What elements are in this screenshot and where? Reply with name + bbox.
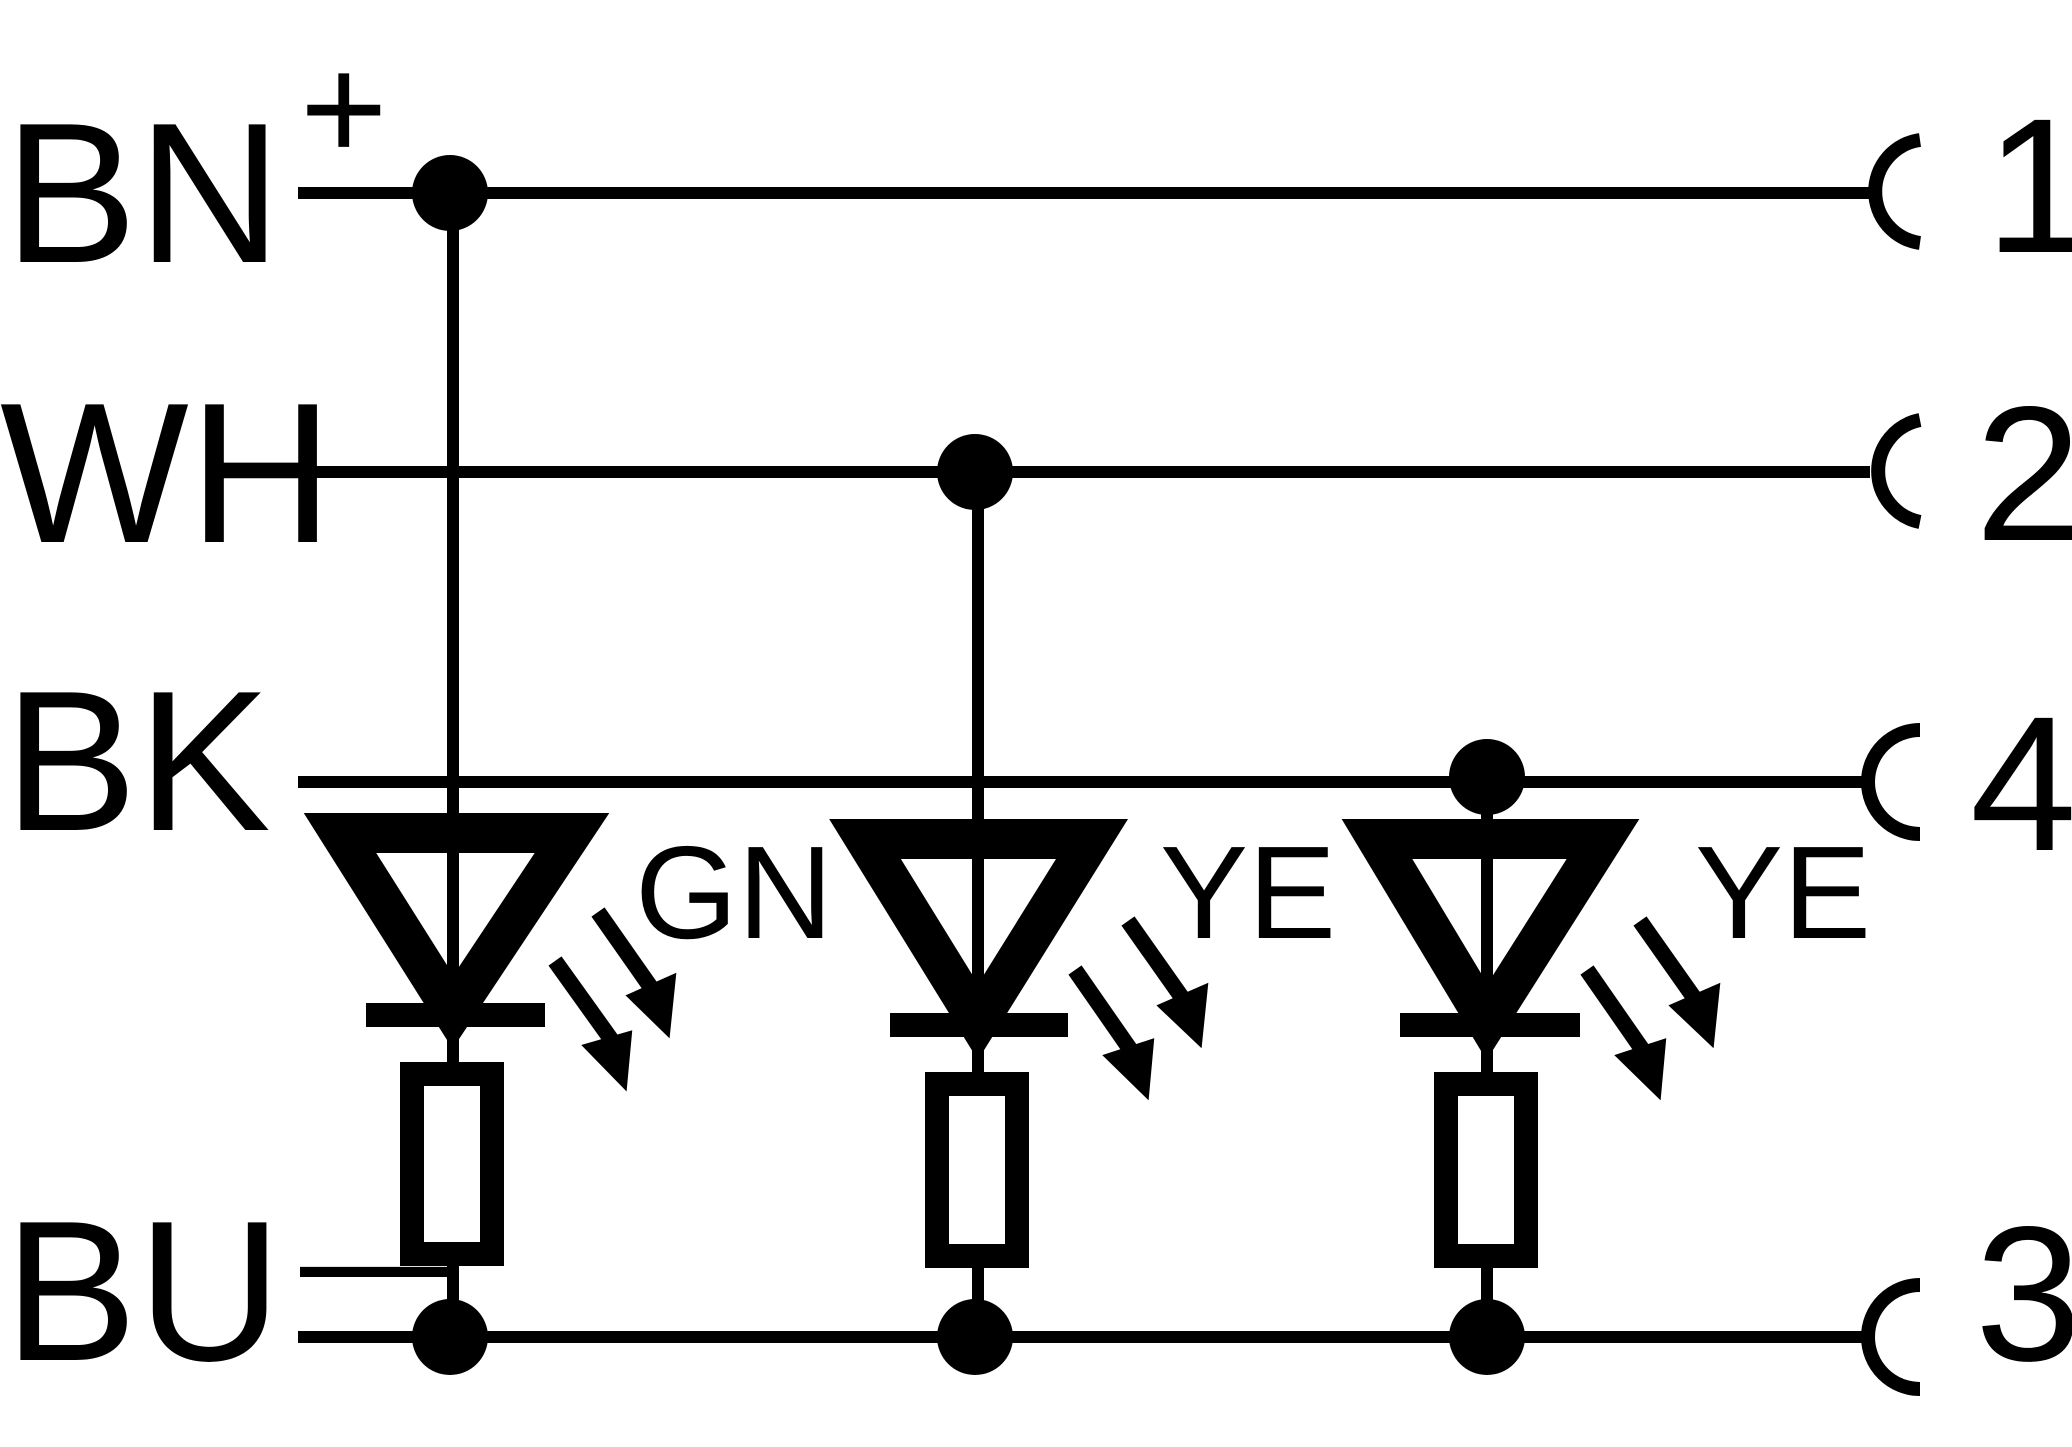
led-3-symbol xyxy=(1341,790,1640,1061)
wire-label-wh: WH xyxy=(0,362,333,585)
junction-dot-bu-2 xyxy=(937,1299,1013,1375)
wire-label-bk: BK xyxy=(4,650,271,873)
connector-cup-1 xyxy=(1868,133,1922,250)
plus-sign: + xyxy=(300,24,388,192)
junction-dot-bn xyxy=(412,155,488,231)
connector-cup-4 xyxy=(1861,723,1921,841)
led-3-light-arrows xyxy=(1580,916,1721,1101)
pin-label-2: 2 xyxy=(1975,366,2072,581)
junction-dot-bk xyxy=(1449,739,1525,815)
wire-label-bn: BN xyxy=(4,82,282,305)
wire-label-bu: BU xyxy=(4,1180,282,1403)
led-label-ye-1: YE xyxy=(1160,819,1336,966)
led-1-light-arrows xyxy=(548,907,677,1092)
led-2-light-arrows xyxy=(1068,916,1209,1101)
pin-label-3: 3 xyxy=(1975,1186,2072,1401)
junction-dot-bu-1 xyxy=(412,1299,488,1375)
connector-cup-3 xyxy=(1861,1278,1921,1396)
connector-cup-2 xyxy=(1871,413,1922,529)
junction-dot-wh xyxy=(937,434,1013,510)
junction-dot-bu-3 xyxy=(1449,1299,1525,1375)
led-1-symbol xyxy=(303,790,610,1049)
led-label-ye-2: YE xyxy=(1695,819,1871,966)
led-2-symbol xyxy=(829,790,1129,1060)
resistor-1 xyxy=(400,1062,504,1266)
resistor-3 xyxy=(1434,1072,1538,1268)
led-label-gn: GN xyxy=(635,819,833,966)
resistor-2 xyxy=(925,1072,1029,1268)
pin-label-1: 1 xyxy=(1985,78,2072,293)
pin-label-4: 4 xyxy=(1970,676,2072,891)
